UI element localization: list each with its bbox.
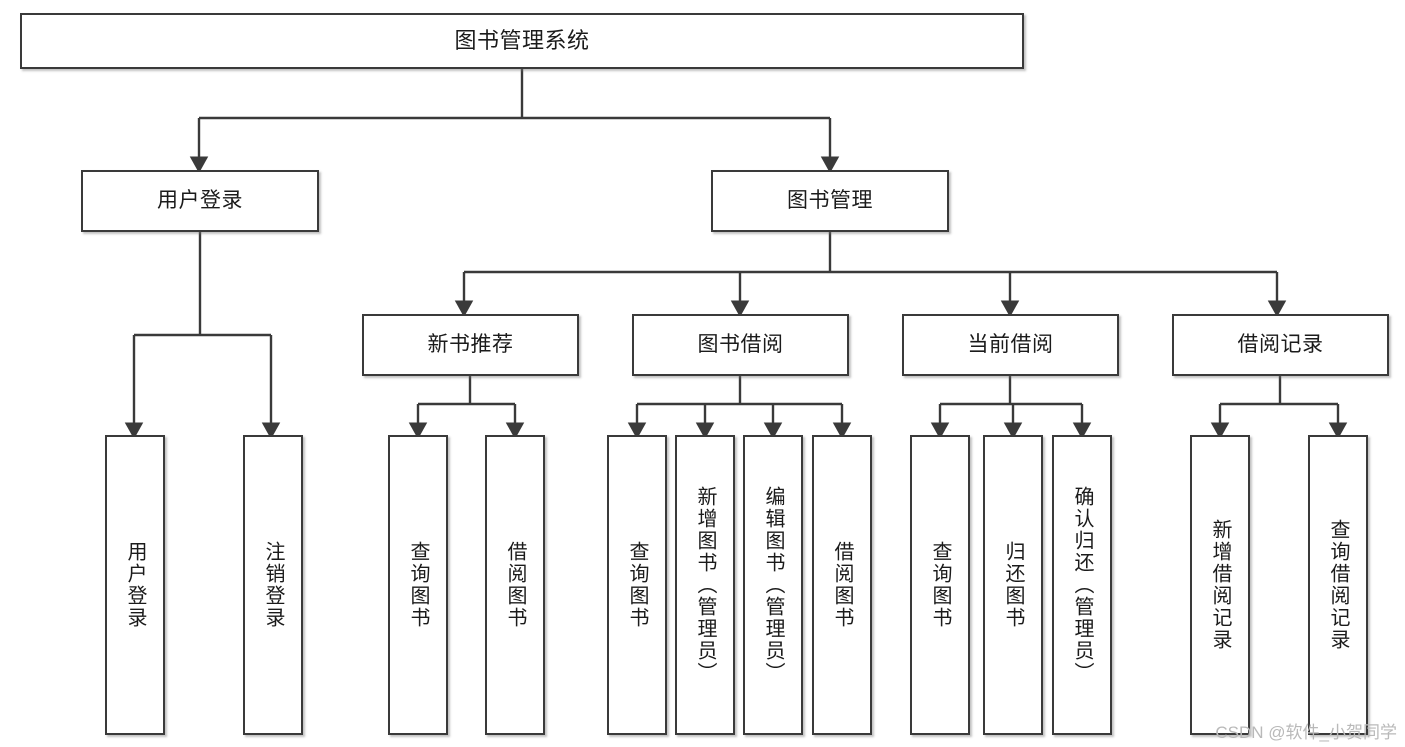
node-leaf-user-logout[interactable]: 注销登录: [243, 435, 303, 735]
node-leaf-add-book-label: 新增图书（管理员）: [694, 486, 716, 684]
node-root-label: 图书管理系统: [454, 27, 590, 53]
node-leaf-add-book[interactable]: 新增图书（管理员）: [675, 435, 735, 735]
node-leaf-borrow-book-2-label: 借阅图书: [831, 541, 853, 629]
node-leaf-add-record[interactable]: 新增借阅记录: [1190, 435, 1250, 735]
node-borrow-record[interactable]: 借阅记录: [1172, 314, 1389, 376]
node-leaf-return-book-label: 归还图书: [1002, 541, 1024, 629]
node-leaf-query-book-1-label: 查询图书: [407, 541, 429, 629]
node-new-book-rec-label: 新书推荐: [427, 333, 514, 357]
node-leaf-query-book-1[interactable]: 查询图书: [388, 435, 448, 735]
node-user-login[interactable]: 用户登录: [81, 170, 319, 232]
node-leaf-borrow-book-1[interactable]: 借阅图书: [485, 435, 545, 735]
node-book-manage[interactable]: 图书管理: [711, 170, 949, 232]
node-user-login-label: 用户登录: [157, 189, 243, 213]
node-leaf-return-book[interactable]: 归还图书: [983, 435, 1043, 735]
node-leaf-query-record-label: 查询借阅记录: [1327, 519, 1349, 651]
node-leaf-edit-book[interactable]: 编辑图书（管理员）: [743, 435, 803, 735]
node-leaf-confirm-return-label: 确认归还（管理员）: [1071, 486, 1093, 684]
node-leaf-query-book-2-label: 查询图书: [626, 541, 648, 629]
node-book-borrow-label: 图书借阅: [697, 333, 784, 357]
node-leaf-query-book-2[interactable]: 查询图书: [607, 435, 667, 735]
node-leaf-user-login-label: 用户登录: [124, 541, 146, 629]
node-leaf-query-book-3-label: 查询图书: [929, 541, 951, 629]
node-leaf-borrow-book-2[interactable]: 借阅图书: [812, 435, 872, 735]
node-current-borrow[interactable]: 当前借阅: [902, 314, 1119, 376]
node-leaf-query-book-3[interactable]: 查询图书: [910, 435, 970, 735]
node-leaf-user-logout-label: 注销登录: [262, 541, 284, 629]
node-leaf-confirm-return[interactable]: 确认归还（管理员）: [1052, 435, 1112, 735]
node-leaf-query-record[interactable]: 查询借阅记录: [1308, 435, 1368, 735]
node-leaf-borrow-book-1-label: 借阅图书: [504, 541, 526, 629]
node-current-borrow-label: 当前借阅: [967, 333, 1054, 357]
node-new-book-rec[interactable]: 新书推荐: [362, 314, 579, 376]
node-book-manage-label: 图书管理: [787, 189, 873, 213]
node-leaf-edit-book-label: 编辑图书（管理员）: [762, 486, 784, 684]
node-root[interactable]: 图书管理系统: [20, 13, 1024, 69]
node-book-borrow[interactable]: 图书借阅: [632, 314, 849, 376]
node-leaf-add-record-label: 新增借阅记录: [1209, 519, 1231, 651]
node-leaf-user-login[interactable]: 用户登录: [105, 435, 165, 735]
node-borrow-record-label: 借阅记录: [1237, 333, 1324, 357]
watermark: CSDN @软件_小贺同学: [1215, 723, 1397, 742]
